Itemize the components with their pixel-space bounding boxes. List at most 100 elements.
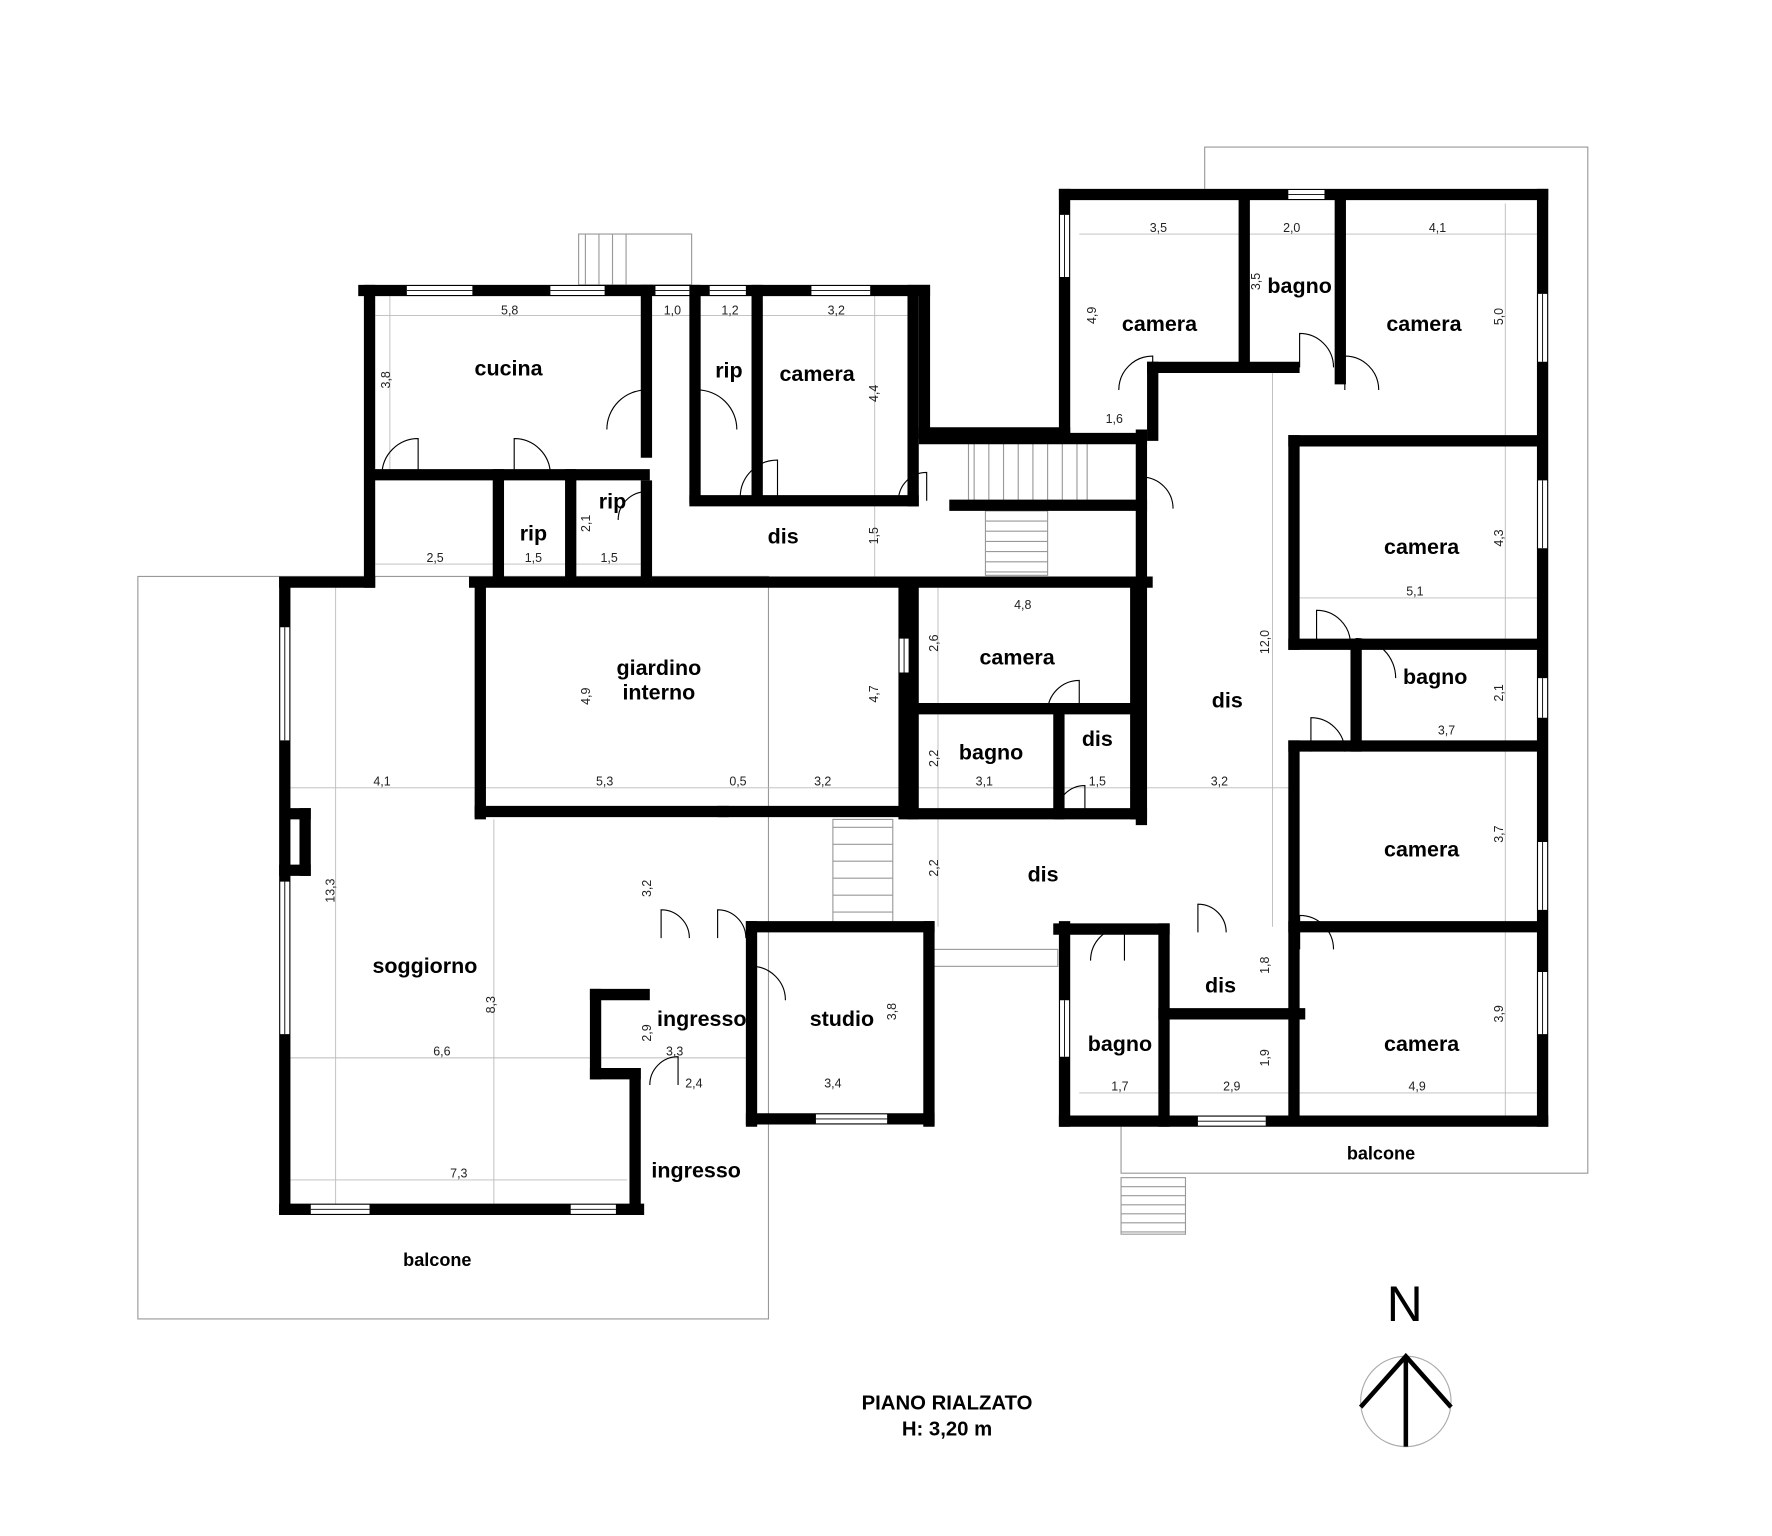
dimension-label: 2,6 [927, 634, 941, 651]
room-label: soggiorno [372, 954, 477, 978]
dimension-label: 1,6 [1106, 412, 1123, 426]
door [1140, 476, 1174, 509]
room-label: camera [1384, 838, 1460, 862]
door [381, 438, 419, 475]
door [750, 965, 786, 1001]
dimension-label: 2,9 [1223, 1080, 1240, 1094]
room-label: rip [520, 521, 547, 545]
balcony-outline-east [1120, 146, 1589, 1174]
dimension-label: 2,4 [685, 1076, 702, 1090]
door [1089, 926, 1126, 961]
door [1197, 903, 1227, 933]
north-compass: N [1358, 1276, 1453, 1448]
room-label: bagno [1088, 1032, 1152, 1056]
dimension-label: 3,5 [1249, 273, 1263, 290]
dimension-label: 3,7 [1438, 724, 1455, 738]
floor-height: H: 3,20 m [902, 1418, 992, 1440]
room-label: giardino [617, 656, 702, 680]
room-label: interno [622, 681, 695, 705]
dimension-label: 1,9 [1258, 1049, 1272, 1066]
dimension-label: 4,7 [867, 685, 881, 702]
balcony-outline-west [137, 575, 770, 1320]
dimension-label: 3,1 [976, 775, 993, 789]
dimension-label: 1,7 [1111, 1080, 1128, 1094]
door [1118, 355, 1154, 390]
door-swings [381, 332, 1397, 1085]
dimension-label: 2,2 [927, 750, 941, 767]
door [1047, 679, 1080, 713]
door [1056, 784, 1086, 814]
room-label: camera [1384, 535, 1460, 559]
door [1355, 638, 1397, 679]
door [660, 909, 690, 939]
dimension-label: 4,8 [1014, 598, 1031, 612]
dimension-label: 3,2 [1211, 775, 1228, 789]
dimension-label: 0,5 [729, 775, 746, 789]
dimension-label: 13,3 [324, 878, 338, 902]
glass-passage [932, 948, 1059, 967]
outlines [137, 146, 1589, 1320]
door [1310, 717, 1346, 752]
stairs-center-lower [984, 504, 1049, 576]
dimension-label: 6,6 [433, 1045, 450, 1059]
room-label: cucina [475, 356, 544, 380]
door [1316, 609, 1352, 645]
door [897, 471, 928, 501]
dimension-label: 4,4 [867, 385, 881, 402]
dimension-label: 5,0 [1492, 308, 1506, 325]
door [1299, 332, 1335, 368]
dimension-label: 5,1 [1406, 585, 1423, 599]
door [739, 459, 779, 498]
room-label: dis [1028, 863, 1059, 887]
dimension-label: 2,5 [426, 551, 443, 565]
dimension-label: 2,9 [640, 1024, 654, 1041]
room-label: studio [810, 1007, 874, 1031]
door [617, 491, 647, 520]
dimension-label: 4,3 [1492, 529, 1506, 546]
north-arrow-icon [1358, 1352, 1453, 1447]
walls [279, 188, 1549, 1215]
dimension-label: 4,1 [373, 775, 390, 789]
dimension-label: 3,5 [1150, 221, 1167, 235]
stairs-south [1120, 1177, 1187, 1235]
floor-name: PIANO RIALZATO [862, 1392, 1033, 1414]
plan-title: PIANO RIALZATO H: 3,20 m [862, 1392, 1033, 1440]
room-label: camera [1386, 312, 1462, 336]
dimension-label: 4,1 [1429, 221, 1446, 235]
dimension-label: 2,1 [1492, 684, 1506, 701]
room-label: balcone [1347, 1144, 1415, 1164]
dimension-label: 1,8 [1258, 956, 1272, 973]
room-label: camera [979, 646, 1055, 670]
room-label: camera [1122, 312, 1198, 336]
dimension-label: 4,9 [579, 688, 593, 705]
room-label: dis [1082, 727, 1113, 751]
dimension-label: 3,7 [1492, 825, 1506, 842]
door [649, 1056, 679, 1085]
stairs-center [967, 440, 1088, 504]
dimension-label: 3,9 [1492, 1005, 1506, 1022]
north-label: N [1387, 1276, 1423, 1332]
door [696, 389, 738, 430]
dimension-label: 3,8 [885, 1003, 899, 1020]
dimension-label: 1,5 [525, 551, 542, 565]
dimension-label: 8,3 [484, 996, 498, 1013]
dimension-label: 4,9 [1409, 1080, 1426, 1094]
door [717, 909, 747, 939]
dimension-label: 3,4 [824, 1076, 841, 1090]
dimension-label: 3,8 [379, 371, 393, 388]
dimension-label: 1,5 [600, 551, 617, 565]
door [513, 438, 551, 475]
door [606, 389, 647, 430]
room-labels: cucina rip camera rip rip dis giardino i… [372, 274, 1467, 1270]
dimension-label: 1,2 [721, 303, 738, 317]
room-label: bagno [1403, 665, 1467, 689]
room-label: dis [1212, 689, 1243, 713]
dimension-label: 3,2 [828, 303, 845, 317]
dimension-label: 7,3 [450, 1167, 467, 1181]
room-label: ingresso [651, 1159, 740, 1183]
door [1344, 355, 1380, 390]
room-label: camera [779, 362, 855, 386]
dimension-label: 1,0 [664, 303, 681, 317]
room-label: bagno [1267, 274, 1331, 298]
